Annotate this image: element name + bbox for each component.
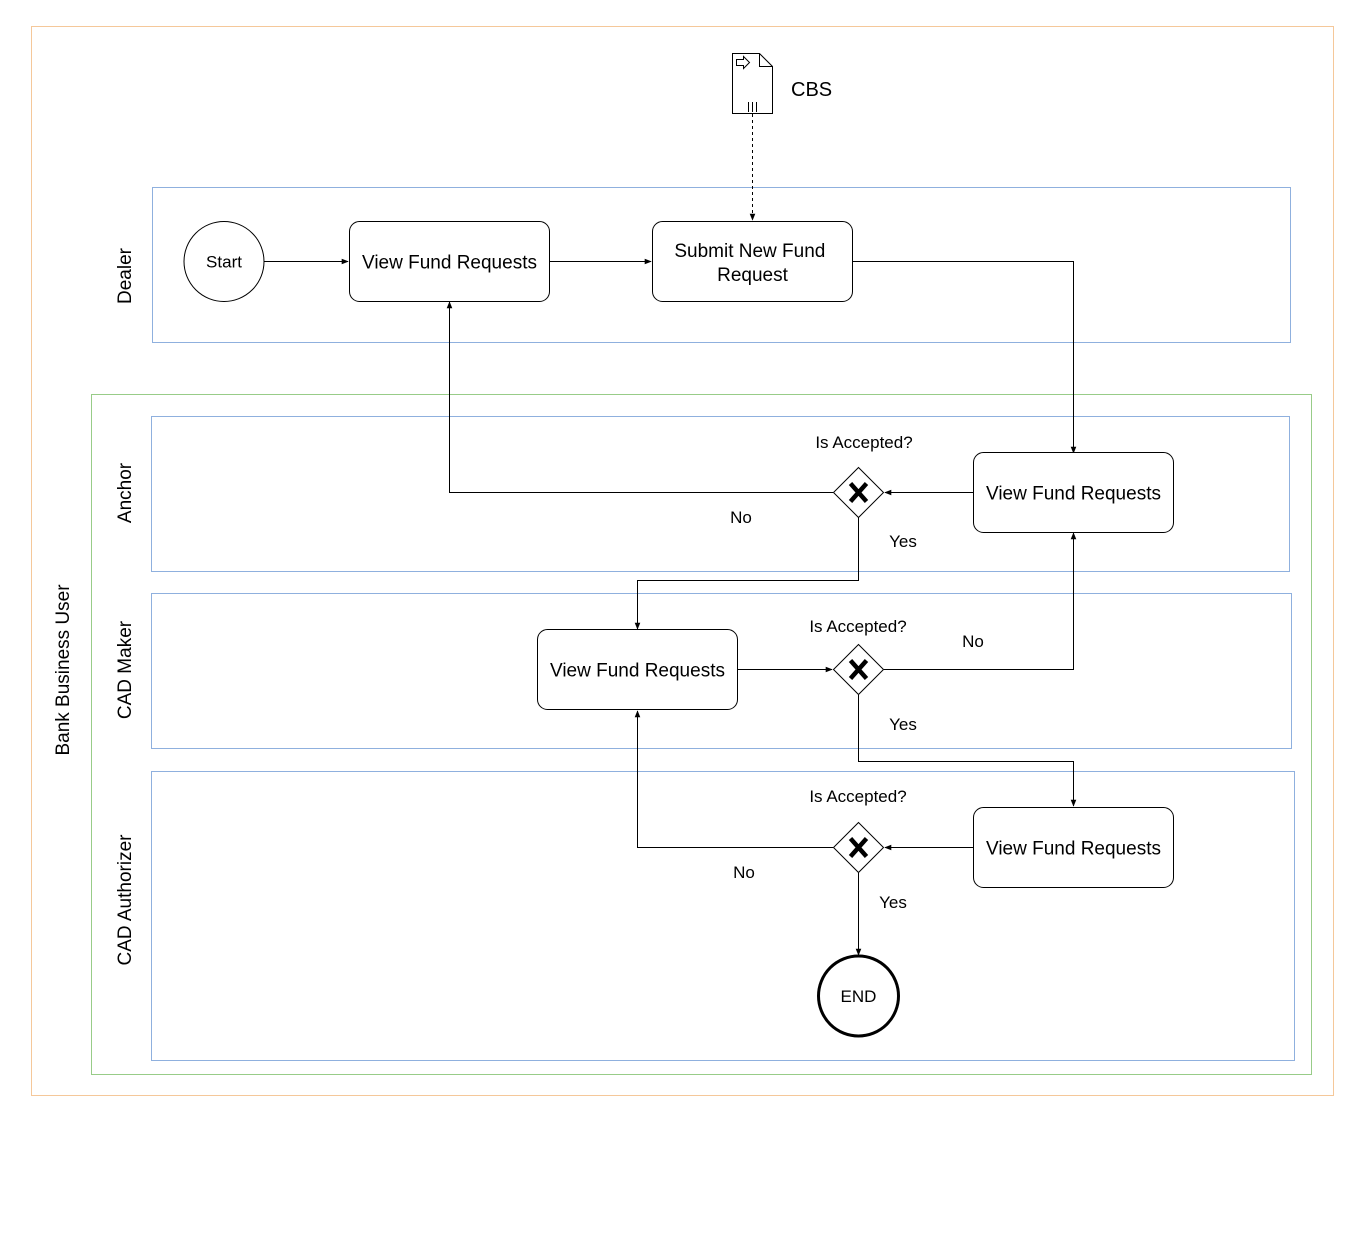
maker-gateway-no-label: No bbox=[962, 632, 984, 651]
exclusive-gateway-icon bbox=[848, 837, 869, 858]
bank-business-user-pool bbox=[91, 394, 1312, 1075]
edge-anchor-gateway-no bbox=[446, 301, 833, 493]
maker-gateway[interactable] bbox=[832, 643, 885, 696]
authorizer-gateway-yes-label: Yes bbox=[879, 893, 907, 912]
input-arrow-icon bbox=[736, 55, 751, 70]
exclusive-gateway-icon bbox=[848, 482, 869, 503]
edge-maker-gateway-no bbox=[884, 532, 1077, 670]
start-event-label: Start bbox=[206, 253, 242, 272]
anchor-view-fund-requests-label: View Fund Requests bbox=[986, 484, 1161, 505]
maker-gateway-question: Is Accepted? bbox=[809, 617, 906, 636]
dealer-lane bbox=[152, 187, 1291, 343]
anchor-gateway-yes-label: Yes bbox=[889, 532, 917, 551]
end-event-label: END bbox=[841, 987, 877, 1006]
anchor-lane bbox=[151, 416, 1290, 572]
authorizer-gateway[interactable] bbox=[832, 821, 885, 874]
maker-view-fund-requests-task[interactable] bbox=[537, 629, 738, 710]
edge-anchor-gateway-yes bbox=[634, 517, 859, 630]
dealer-lane-label: Dealer bbox=[115, 247, 136, 304]
edge-submit-to-anchor-view bbox=[852, 261, 1077, 454]
outer-pool bbox=[31, 26, 1334, 1096]
submit-label-line1: Submit New Fund bbox=[674, 241, 825, 262]
submit-label-line2: Request bbox=[717, 265, 788, 286]
edge-authorizer-gateway-no bbox=[634, 710, 833, 848]
end-event[interactable] bbox=[817, 954, 900, 1038]
authorizer-gateway-no-label: No bbox=[733, 863, 755, 882]
start-event[interactable] bbox=[183, 221, 265, 302]
cad-maker-lane bbox=[151, 593, 1292, 749]
dealer-view-fund-requests-task[interactable] bbox=[349, 221, 550, 302]
cbs-data-object[interactable] bbox=[732, 53, 773, 114]
authorizer-view-fund-requests-task[interactable] bbox=[973, 807, 1174, 888]
authorizer-view-fund-requests-label: View Fund Requests bbox=[986, 839, 1161, 860]
anchor-gateway[interactable] bbox=[832, 466, 885, 519]
anchor-gateway-no-label: No bbox=[730, 508, 752, 527]
cad-maker-lane-label: CAD Maker bbox=[115, 620, 136, 719]
anchor-gateway-question: Is Accepted? bbox=[815, 433, 912, 452]
submit-new-fund-request-task[interactable] bbox=[652, 221, 853, 302]
dealer-view-fund-requests-label: View Fund Requests bbox=[362, 253, 537, 274]
anchor-lane-label: Anchor bbox=[115, 462, 136, 523]
cad-authorizer-lane-label: CAD Authorizer bbox=[115, 834, 136, 966]
cad-authorizer-lane bbox=[151, 771, 1295, 1061]
exclusive-gateway-icon bbox=[848, 659, 869, 680]
maker-gateway-yes-label: Yes bbox=[889, 715, 917, 734]
maker-view-fund-requests-label: View Fund Requests bbox=[550, 661, 725, 682]
submit-new-fund-request-label: Submit New Fund Request bbox=[674, 241, 830, 286]
cbs-label: CBS bbox=[791, 79, 832, 101]
collection-marker-icon bbox=[748, 102, 757, 112]
authorizer-gateway-question: Is Accepted? bbox=[809, 787, 906, 806]
anchor-view-fund-requests-task[interactable] bbox=[973, 452, 1174, 533]
bank-business-user-label: Bank Business User bbox=[53, 584, 74, 756]
edge-maker-gateway-yes bbox=[858, 695, 1077, 807]
